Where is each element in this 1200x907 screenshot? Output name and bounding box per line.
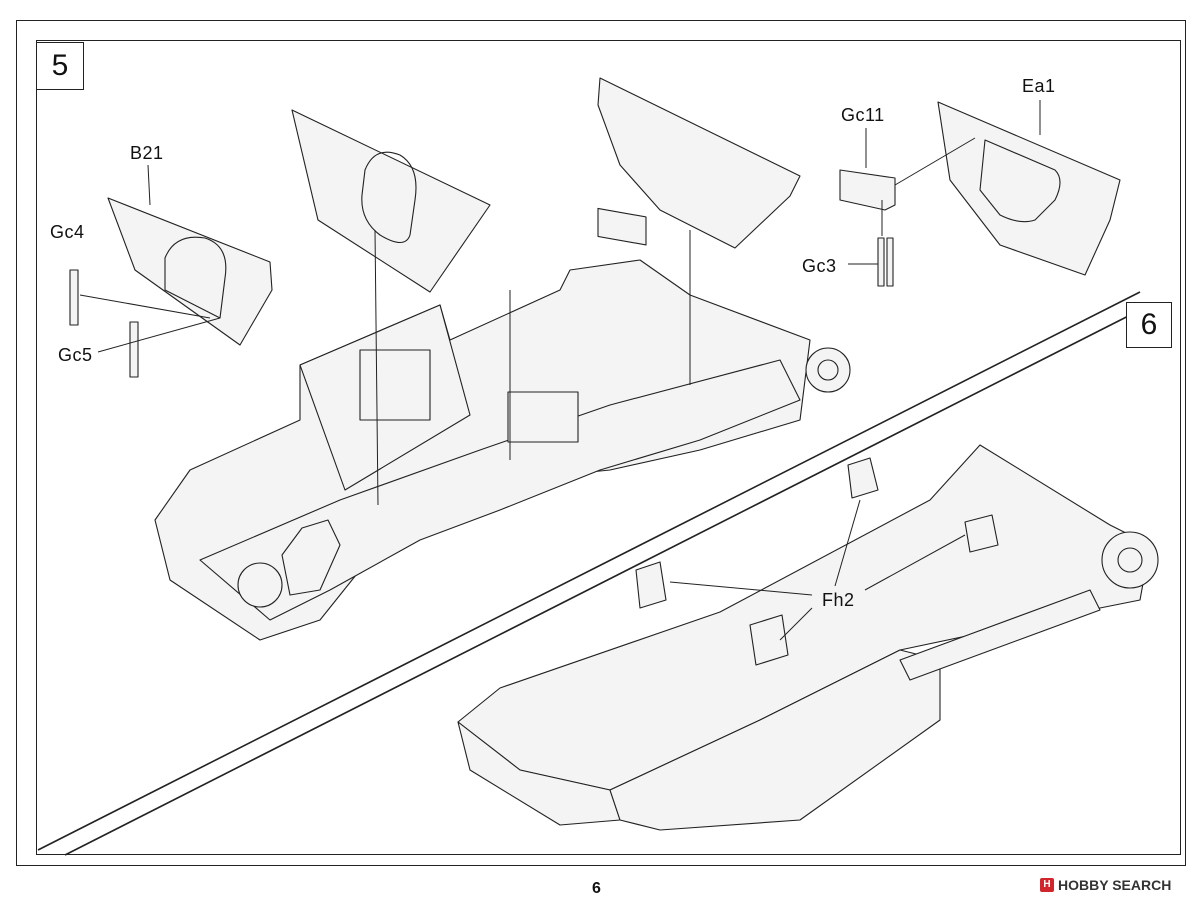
part-b21-plate [107, 197, 273, 346]
upper-hull-floor [199, 359, 801, 621]
part-ea1-panel [937, 101, 1121, 276]
leader-b21 [147, 164, 151, 206]
instruction-panel [36, 40, 1181, 855]
leader-gc11-arrow [894, 137, 976, 186]
leader-fh2-d [864, 534, 966, 591]
part-gc3-b [886, 237, 894, 287]
step-number-5: 5 [36, 42, 84, 90]
watermark-text: HOBBY SEARCH [1058, 877, 1172, 893]
step-divider-line-2 [64, 304, 1151, 856]
drive-wheel-left [237, 562, 283, 608]
label-fh2: Fh2 [822, 590, 855, 610]
label-ea1: Ea1 [1022, 76, 1056, 96]
part-gc4 [69, 269, 79, 326]
ammo-rack-right [507, 391, 579, 443]
label-gc5: Gc5 [58, 345, 93, 365]
rear-sprocket-hub-upper [817, 359, 839, 381]
page-number: 6 [592, 880, 601, 897]
part-gc3-a [877, 237, 885, 287]
leader-gc4 [79, 294, 211, 319]
part-fh2-4 [749, 614, 789, 666]
part-fh2-3 [635, 561, 667, 609]
leader-fh2-c [834, 499, 861, 587]
watermark: H HOBBY SEARCH [1040, 877, 1171, 893]
lower-hull-side [609, 649, 941, 831]
outer-frame [16, 20, 1186, 866]
label-gc3: Gc3 [802, 256, 837, 276]
part-fh2-2 [964, 514, 999, 553]
part-fh2-1 [847, 457, 879, 499]
label-gc4: Gc4 [50, 222, 85, 242]
leader-gc5 [97, 317, 221, 353]
step-number-6: 6 [1126, 302, 1172, 348]
driver-seat [281, 519, 341, 596]
track-guide-rail [899, 589, 1101, 681]
step-divider-line [37, 291, 1141, 851]
leader-fh2-a [669, 581, 813, 596]
assembly-line-1 [374, 229, 379, 506]
ea1-hatch [979, 139, 1061, 223]
upper-plate [291, 109, 491, 293]
rear-sprocket-hub-lower [1117, 547, 1143, 573]
ammo-rack-left [359, 349, 431, 421]
b21-hatch-outline [164, 236, 227, 319]
part-gc11-box [839, 169, 896, 211]
side-panel-box [597, 207, 647, 246]
side-panel-center [597, 77, 801, 249]
upper-plate-hatch [361, 151, 417, 244]
label-b21: B21 [130, 143, 164, 163]
part-gc5 [129, 321, 139, 378]
label-gc11: Gc11 [841, 105, 885, 125]
leader-fh2-b [779, 607, 813, 641]
watermark-badge: H [1040, 878, 1054, 892]
